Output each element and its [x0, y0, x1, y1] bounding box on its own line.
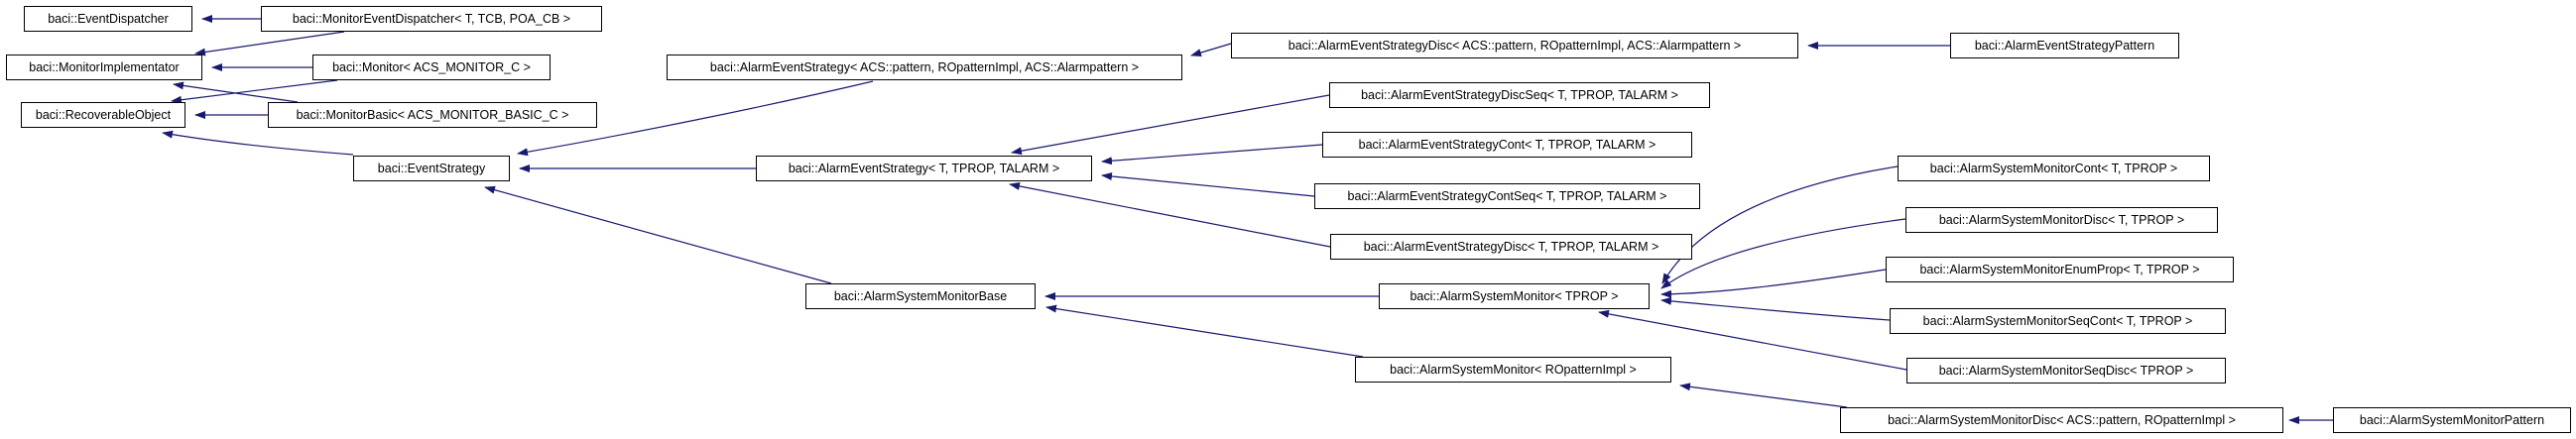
class-node-AlarmEventStrategyContSeq[interactable]: baci::AlarmEventStrategyContSeq< T, TPRO… [1314, 183, 1700, 209]
inheritance-edge-AlarmEventStrategyCont-to-AlarmEventStrategyT [1101, 144, 1323, 165]
inheritance-edge-AlarmEventStrategyDiscT-to-AlarmEventStrategyT [1009, 181, 1331, 248]
inheritance-edge-AlarmSystemMonitorBase-to-EventStrategy [484, 185, 832, 284]
class-node-AlarmEventStrategyDiscPat[interactable]: baci::AlarmEventStrategyDisc< ACS::patte… [1231, 33, 1798, 58]
class-node-MonitorImplementator[interactable]: baci::MonitorImplementator [6, 55, 202, 80]
class-node-AlarmSystemMonitorBase[interactable]: baci::AlarmSystemMonitorBase [805, 283, 1036, 309]
class-node-RecoverableObject[interactable]: baci::RecoverableObject [21, 102, 185, 128]
class-node-MonitorEventDispatcher[interactable]: baci::MonitorEventDispatcher< T, TCB, PO… [261, 6, 602, 32]
inheritance-edge-AlarmSystemMonitorDiscT-to-AlarmSystemMonitorTPROP [1660, 218, 1906, 289]
class-node-MonitorBasic[interactable]: baci::MonitorBasic< ACS_MONITOR_BASIC_C … [268, 102, 597, 128]
class-node-EventStrategy[interactable]: baci::EventStrategy [353, 156, 510, 181]
inheritance-edge-AlarmEventStrategyDiscPat-to-AlarmEventStrategyPat [1190, 43, 1232, 56]
inheritance-edge-MonitorEventDispatcher-to-MonitorImplementator [194, 31, 345, 56]
class-node-AlarmSystemMonitorSeqDisc[interactable]: baci::AlarmSystemMonitorSeqDisc< TPROP > [1906, 358, 2226, 384]
class-node-EventDispatcher[interactable]: baci::EventDispatcher [24, 6, 192, 32]
class-node-AlarmSystemMonitorTPROP[interactable]: baci::AlarmSystemMonitor< TPROP > [1379, 283, 1650, 309]
class-node-AlarmSystemMonitorDiscPat[interactable]: baci::AlarmSystemMonitorDisc< ACS::patte… [1840, 407, 2283, 433]
inheritance-edge-AlarmSystemMonitorCont-to-AlarmSystemMonitorTPROP [1661, 165, 1899, 284]
class-node-AlarmSystemMonitorRO[interactable]: baci::AlarmSystemMonitor< ROpatternImpl … [1355, 357, 1671, 383]
inheritance-edge-Monitor-to-RecoverableObject [171, 79, 338, 104]
inheritance-edge-AlarmSystemMonitorRO-to-AlarmSystemMonitorBase [1045, 304, 1364, 358]
class-node-AlarmEventStrategyDiscSeq[interactable]: baci::AlarmEventStrategyDiscSeq< T, TPRO… [1329, 82, 1710, 108]
inheritance-edge-AlarmEventStrategyContSeq-to-AlarmEventStrategyT [1101, 171, 1315, 197]
class-node-Monitor[interactable]: baci::Monitor< ACS_MONITOR_C > [312, 55, 551, 80]
class-node-AlarmEventStrategyPat[interactable]: baci::AlarmEventStrategy< ACS::pattern, … [667, 55, 1182, 80]
inheritance-edge-EventStrategy-to-RecoverableObject [162, 130, 354, 156]
inheritance-edge-AlarmEventStrategyPat-to-EventStrategy [517, 80, 874, 157]
class-node-AlarmEventStrategyDiscT[interactable]: baci::AlarmEventStrategyDisc< T, TPROP, … [1330, 234, 1692, 260]
inheritance-edge-AlarmSystemMonitorSeqDisc-to-AlarmSystemMonitorTPROP [1598, 309, 1907, 371]
inheritance-edge-AlarmSystemMonitorEnumProp-to-AlarmSystemMonitorTPROP [1660, 269, 1887, 298]
inheritance-edge-AlarmSystemMonitorDiscPat-to-AlarmSystemMonitorRO [1679, 383, 1848, 408]
inheritance-edge-AlarmEventStrategyDiscSeq-to-AlarmEventStrategyT [1011, 94, 1330, 156]
class-node-AlarmSystemMonitorDiscT[interactable]: baci::AlarmSystemMonitorDisc< T, TPROP > [1905, 207, 2218, 233]
inheritance-edge-AlarmSystemMonitorSeqCont-to-AlarmSystemMonitorTPROP [1660, 296, 1891, 321]
class-node-AlarmSystemMonitorCont[interactable]: baci::AlarmSystemMonitorCont< T, TPROP > [1898, 156, 2210, 181]
class-node-AlarmSystemMonitorEnumProp[interactable]: baci::AlarmSystemMonitorEnumProp< T, TPR… [1886, 257, 2234, 282]
class-node-AlarmEventStrategyCont[interactable]: baci::AlarmEventStrategyCont< T, TPROP, … [1322, 132, 1692, 158]
class-node-AlarmSystemMonitorPattern[interactable]: baci::AlarmSystemMonitorPattern [2333, 407, 2571, 433]
inheritance-edge-MonitorBasic-to-MonitorImplementator [173, 81, 299, 103]
class-node-AlarmSystemMonitorSeqCont[interactable]: baci::AlarmSystemMonitorSeqCont< T, TPRO… [1890, 308, 2226, 334]
class-node-AlarmEventStrategyPattern[interactable]: baci::AlarmEventStrategyPattern [1950, 33, 2179, 58]
class-node-AlarmEventStrategyT[interactable]: baci::AlarmEventStrategy< T, TPROP, TALA… [756, 156, 1092, 181]
